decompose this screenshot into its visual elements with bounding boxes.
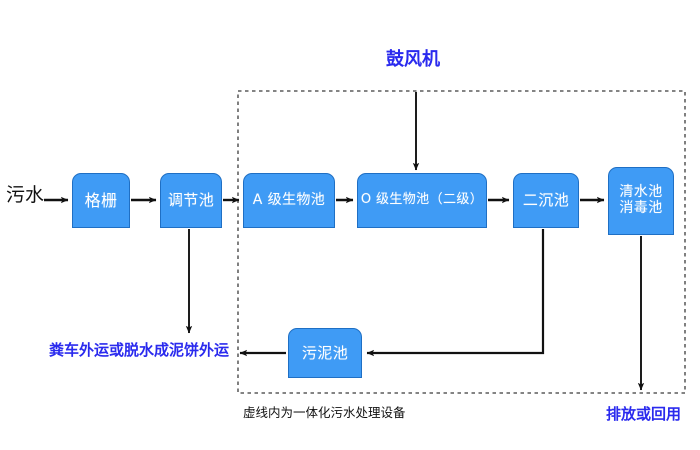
label-blower: 鼓风机 xyxy=(386,49,440,70)
node-secondary-clarifier[interactable]: 二沉池 xyxy=(513,173,579,228)
label-discharge-or-reuse: 排放或回用 xyxy=(606,405,682,423)
label-influent: 污水 xyxy=(6,184,45,206)
node-o-stage-bio-tank[interactable]: O 级生物池（二级） xyxy=(357,173,487,228)
label-sludge-disposal: 粪车外运或脱水成泥饼外运 xyxy=(49,341,230,359)
node-equalization-tank[interactable]: 调节池 xyxy=(160,173,222,228)
node-clear-water-disinfection-tank[interactable]: 清水池 消毒池 xyxy=(608,167,674,235)
label-enclosure-caption: 虚线内为一体化污水处理设备 xyxy=(243,405,406,420)
node-sludge-tank[interactable]: 污泥池 xyxy=(288,328,362,378)
node-grille[interactable]: 格栅 xyxy=(72,173,130,228)
arrow-clarifier-to-sludge-tank xyxy=(366,229,545,357)
node-a-stage-bio-tank[interactable]: A 级生物池 xyxy=(243,173,335,228)
